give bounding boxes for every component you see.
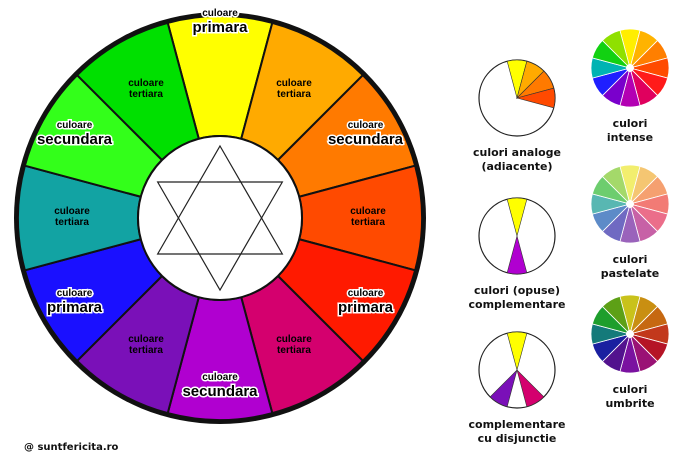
variant-slice <box>601 165 631 206</box>
sector-label-line1: culoare <box>128 334 164 345</box>
sector-label-line2: primara <box>47 299 103 316</box>
scheme-slice <box>516 368 545 408</box>
sector-label-line2: tertiara <box>55 217 89 228</box>
sector-label-line2: primara <box>338 299 394 316</box>
variant-slice <box>601 295 631 336</box>
variant-caption-line1: culori <box>613 117 648 130</box>
sector-label-line2: tertiara <box>129 345 163 356</box>
sector-label-line1: culoare <box>57 120 93 131</box>
site-credit: @ suntfericita.ro <box>24 442 119 453</box>
variant-center <box>626 200 634 208</box>
variant-caption-line2: intense <box>607 131 653 144</box>
sector-label-line2: tertiara <box>277 345 311 356</box>
scheme-slice <box>489 368 518 408</box>
star-triangle-down <box>156 181 284 292</box>
sector-label-line2: tertiara <box>129 89 163 100</box>
sector-label-line2: primara <box>192 19 248 36</box>
sector-label-line1: culoare <box>57 288 93 299</box>
scheme-caption-line2: complementare <box>469 298 566 311</box>
sector-label-line2: tertiara <box>351 217 385 228</box>
sector-label-line2: secundara <box>37 131 113 148</box>
sector-label-line1: culoare <box>202 8 238 19</box>
color-variants: culoriintenseculoripastelateculoriumbrit… <box>590 28 670 410</box>
scheme-caption-line2: cu disjunctie <box>478 432 557 445</box>
sector-label-line1: culoare <box>276 78 312 89</box>
sector-label-line1: culoare <box>348 120 384 131</box>
variant-caption-line1: culori <box>613 383 648 396</box>
variant-caption-line2: pastelate <box>601 267 659 280</box>
sector-label-line1: culoare <box>348 288 384 299</box>
variant-caption-line1: culori <box>613 253 648 266</box>
wheel-center <box>137 135 303 301</box>
scheme-slice <box>506 234 528 275</box>
scheme-slice <box>506 197 528 238</box>
variant-caption-line2: umbrite <box>605 397 654 410</box>
sector-label-line1: culoare <box>202 372 238 383</box>
sector-label-line2: secundara <box>328 131 404 148</box>
sector-label-line1: culoare <box>54 206 90 217</box>
sector-label-line2: tertiara <box>277 89 311 100</box>
variant-slice <box>601 29 631 70</box>
sector-label-line2: secundara <box>182 383 258 400</box>
scheme-wheel: culori (opuse)complementare <box>469 197 566 311</box>
scheme-caption-line2: (adiacente) <box>481 160 552 173</box>
scheme-slice <box>506 331 528 372</box>
scheme-wheel: culori analoge(adiacente) <box>473 59 561 173</box>
color-schemes: culori analoge(adiacente)culori (opuse)c… <box>469 59 566 445</box>
sector-label-line1: culoare <box>350 206 386 217</box>
variant-center <box>626 64 634 72</box>
scheme-caption-line1: culori (opuse) <box>474 284 560 297</box>
sector-label-line1: culoare <box>128 78 164 89</box>
scheme-caption-line1: complementare <box>469 418 566 431</box>
main-color-wheel: culoareprimaraculoaretertiaraculoaresecu… <box>14 7 426 424</box>
variant-center <box>626 330 634 338</box>
scheme-caption-line1: culori analoge <box>473 146 561 159</box>
sector-label-line1: culoare <box>276 334 312 345</box>
scheme-slice <box>515 87 556 109</box>
star-triangle-up <box>156 144 284 255</box>
